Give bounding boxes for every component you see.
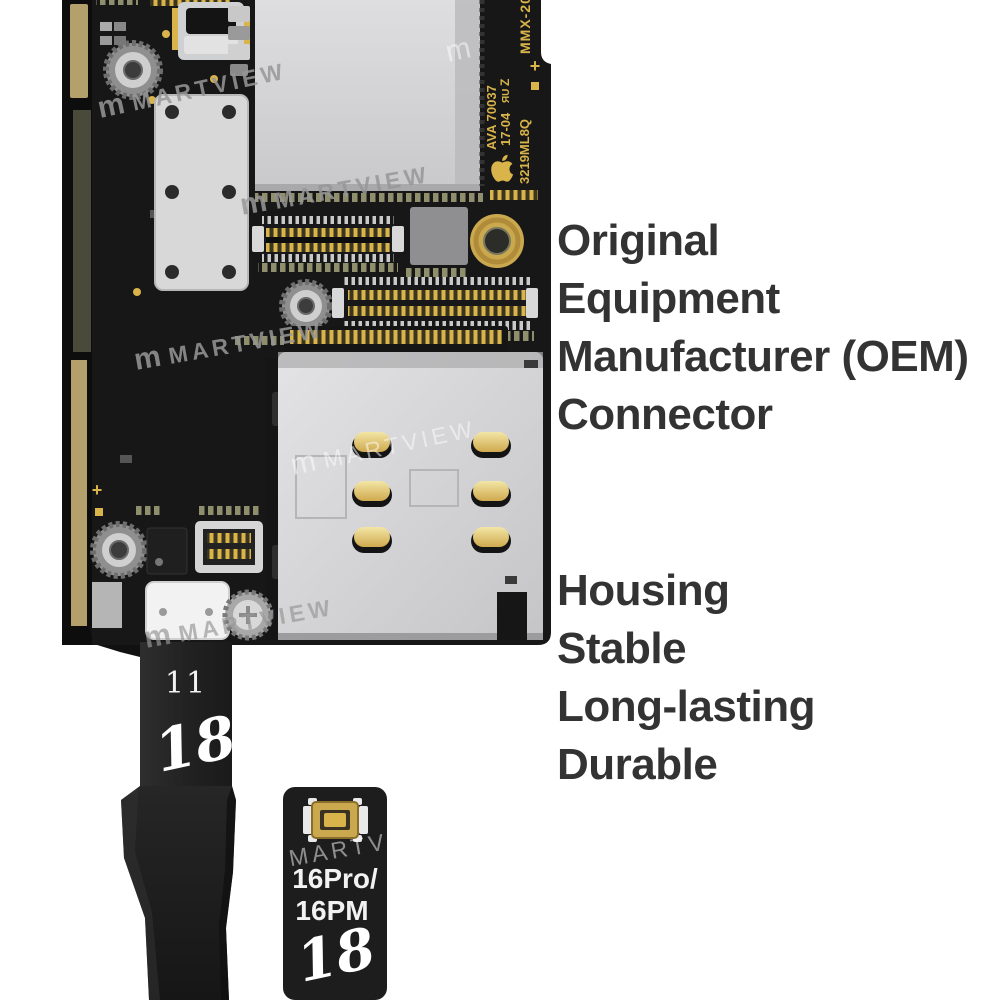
black-chip (146, 527, 188, 575)
silkscreen-cert-letter: Z (498, 79, 512, 86)
sim-gold-contacts (352, 432, 511, 553)
capacitor-column (228, 6, 250, 76)
gray-component (92, 582, 122, 628)
flex1-handwritten-label: 18 (149, 702, 242, 785)
flex2-label-line2: 16PM (295, 895, 368, 926)
silkscreen-serial: MMX-2019-I (517, 0, 533, 54)
sim-connector-row (284, 326, 508, 352)
fiducial-square-bottom (95, 508, 103, 516)
feature-line-1: Housing (557, 566, 730, 615)
flex1-ribbon (140, 642, 232, 790)
edge-olive-strip (73, 110, 91, 352)
flex-cable-1: 11 18 (121, 642, 242, 1000)
apple-logo-icon (491, 154, 514, 182)
emi-shield (255, 0, 480, 191)
silkscreen-model: AVA 70037 (484, 85, 499, 150)
flex2-label-line1: 16Pro/ (292, 863, 378, 894)
edge-gold-strip-bottom (71, 360, 87, 626)
screw-post-top (103, 40, 163, 100)
board-connector-small (252, 216, 404, 262)
ic-chip (410, 207, 468, 265)
housing-notch-tab (497, 592, 527, 640)
oem-line-2: Equipment (557, 274, 780, 323)
ul-mark-icon: ЯU (501, 89, 512, 103)
flex1-printed-label: 11 (165, 666, 207, 701)
top-pad-row-2 (96, 0, 138, 5)
screw-post-bottom (90, 521, 148, 579)
phillips-screw (222, 589, 274, 641)
oem-annotation-block: Original Equipment Manufacturer (OEM) Co… (557, 212, 969, 444)
features-annotation-block: Housing Stable Long-lasting Durable (557, 562, 815, 794)
flex1-boot-facet (121, 786, 160, 1000)
fiducial-plus-bottom: + (92, 480, 103, 500)
feature-line-2: Stable (557, 624, 687, 673)
flex2-connector (303, 798, 368, 842)
silkscreen-date: 17-04 (498, 112, 513, 146)
board-connector-long (332, 277, 538, 330)
fiducial-square-top (531, 82, 539, 90)
shield-plate (154, 94, 249, 291)
edge-gold-strip-top (70, 4, 88, 98)
oem-line-4: Connector (557, 390, 773, 439)
feature-line-3: Long-lasting (557, 682, 815, 731)
feature-line-4: Durable (557, 740, 718, 789)
gold-ring-hole (470, 214, 524, 268)
silkscreen-batch: 3219ML8Q (517, 119, 532, 184)
small-connector (195, 521, 263, 573)
pcb-board: + + MMX-2019-I AVA 70037 17-04 ЯU Z 3219… (62, 0, 551, 660)
flex2-handwritten-label: 18 (291, 915, 381, 996)
oscillator-component (172, 2, 250, 60)
flex1-boot-facet-right (219, 786, 236, 1000)
oem-line-1: Original (557, 216, 720, 265)
fiducial-plus-top: + (530, 56, 541, 76)
oem-line-3: Manufacturer (OEM) (557, 332, 969, 381)
sim-reader-housing (266, 352, 543, 640)
